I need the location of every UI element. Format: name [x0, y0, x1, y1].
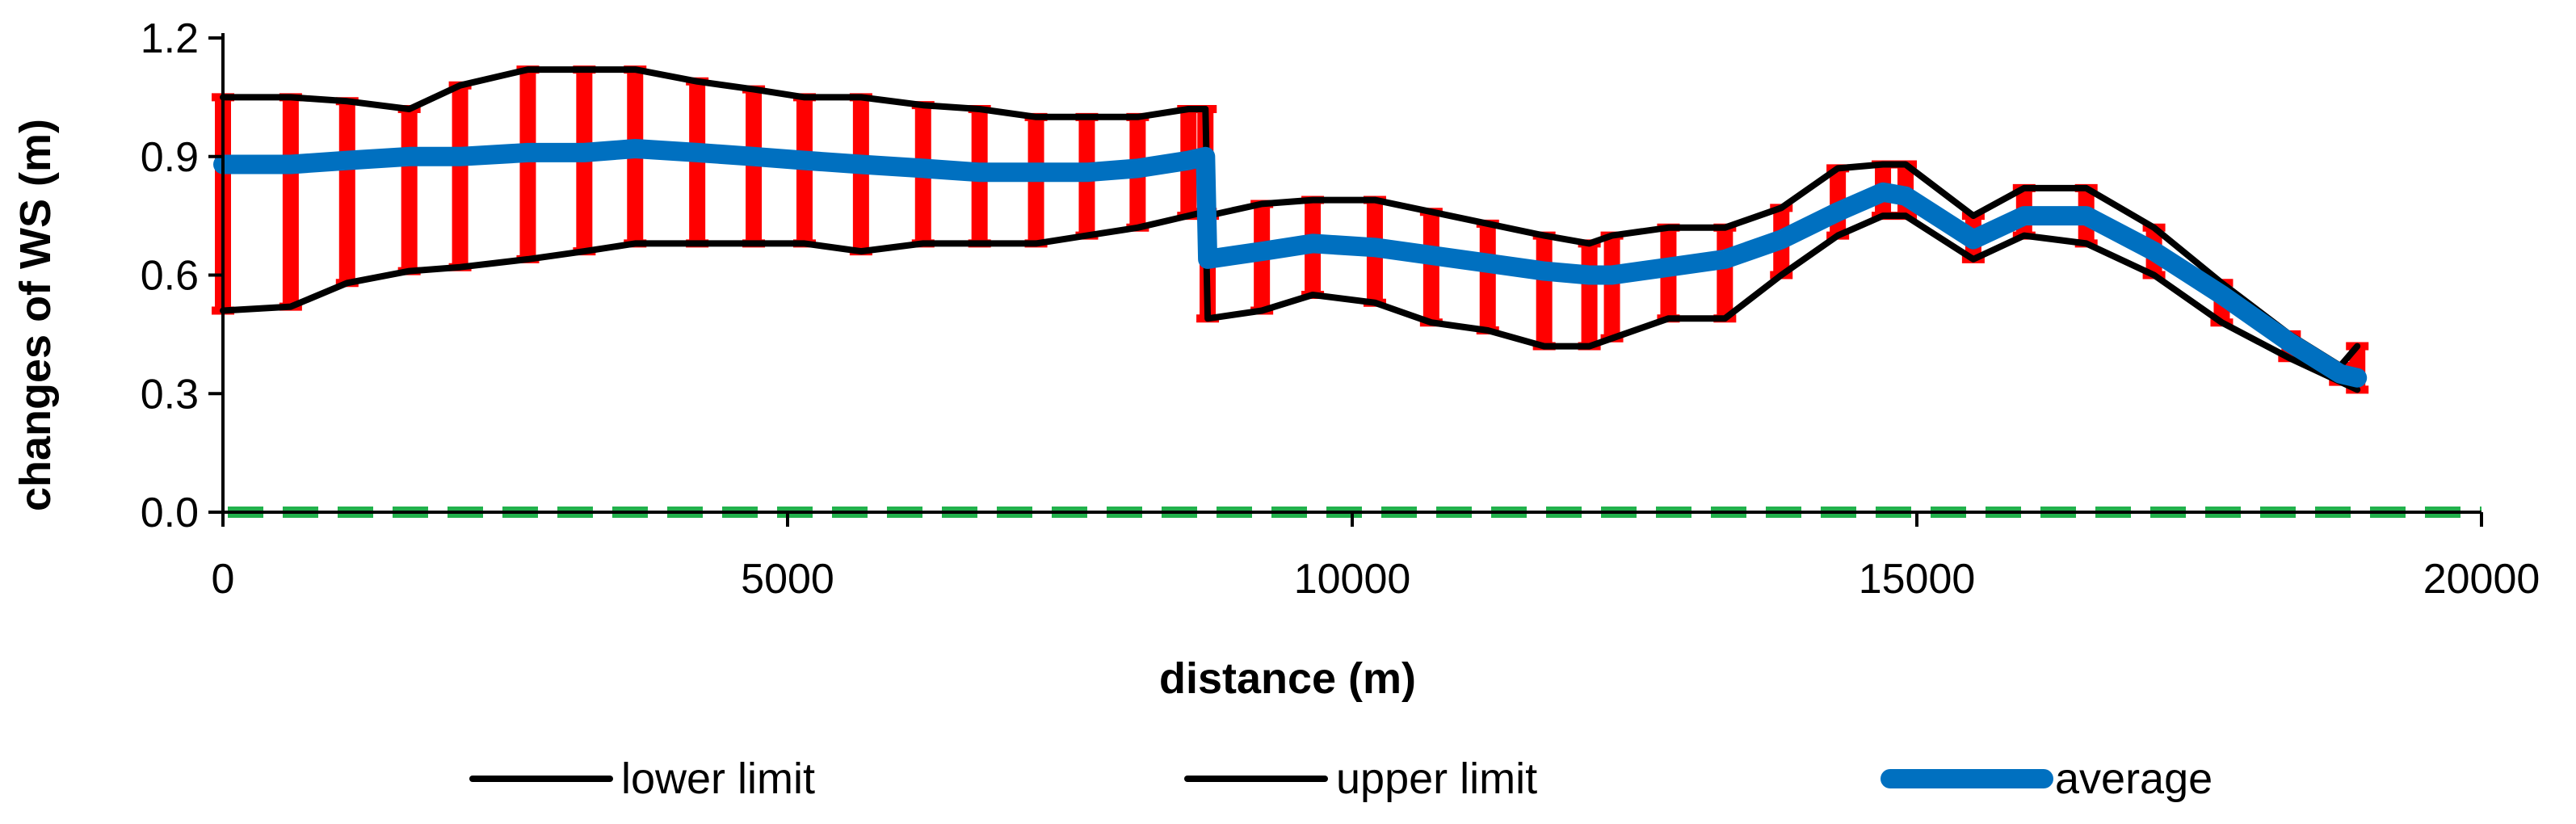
x-tick-label: 5000	[741, 556, 834, 603]
y-tick-label: 0.9	[141, 134, 199, 181]
legend-label: average	[2055, 755, 2213, 803]
average-line	[213, 139, 2368, 388]
y-tick-label: 1.2	[141, 15, 199, 62]
x-axis-title: distance (m)	[1159, 654, 1416, 703]
legend-label: lower limit	[621, 755, 815, 803]
y-axis-title: changes of WS (m)	[11, 119, 60, 511]
upper-limit-line	[220, 66, 2361, 369]
x-tick-label: 10000	[1294, 556, 1411, 603]
lower-limit-line	[220, 208, 2361, 393]
tick-labels: 0.0 0.3 0.6 0.9 1.2 0 5000 10000 15000 20000	[141, 15, 2540, 603]
legend-label: upper limit	[1336, 755, 1537, 803]
axes	[208, 33, 2483, 527]
error-bars	[212, 65, 2369, 394]
legend: lower limit upper limit average	[469, 755, 2213, 803]
series-group	[213, 66, 2368, 393]
x-tick-label: 20000	[2423, 556, 2540, 603]
y-tick-label: 0.6	[141, 253, 199, 300]
x-tick-label: 0	[212, 556, 235, 603]
y-tick-label: 0.0	[141, 490, 199, 536]
x-tick-label: 15000	[1859, 556, 1976, 603]
y-tick-label: 0.3	[141, 371, 199, 418]
